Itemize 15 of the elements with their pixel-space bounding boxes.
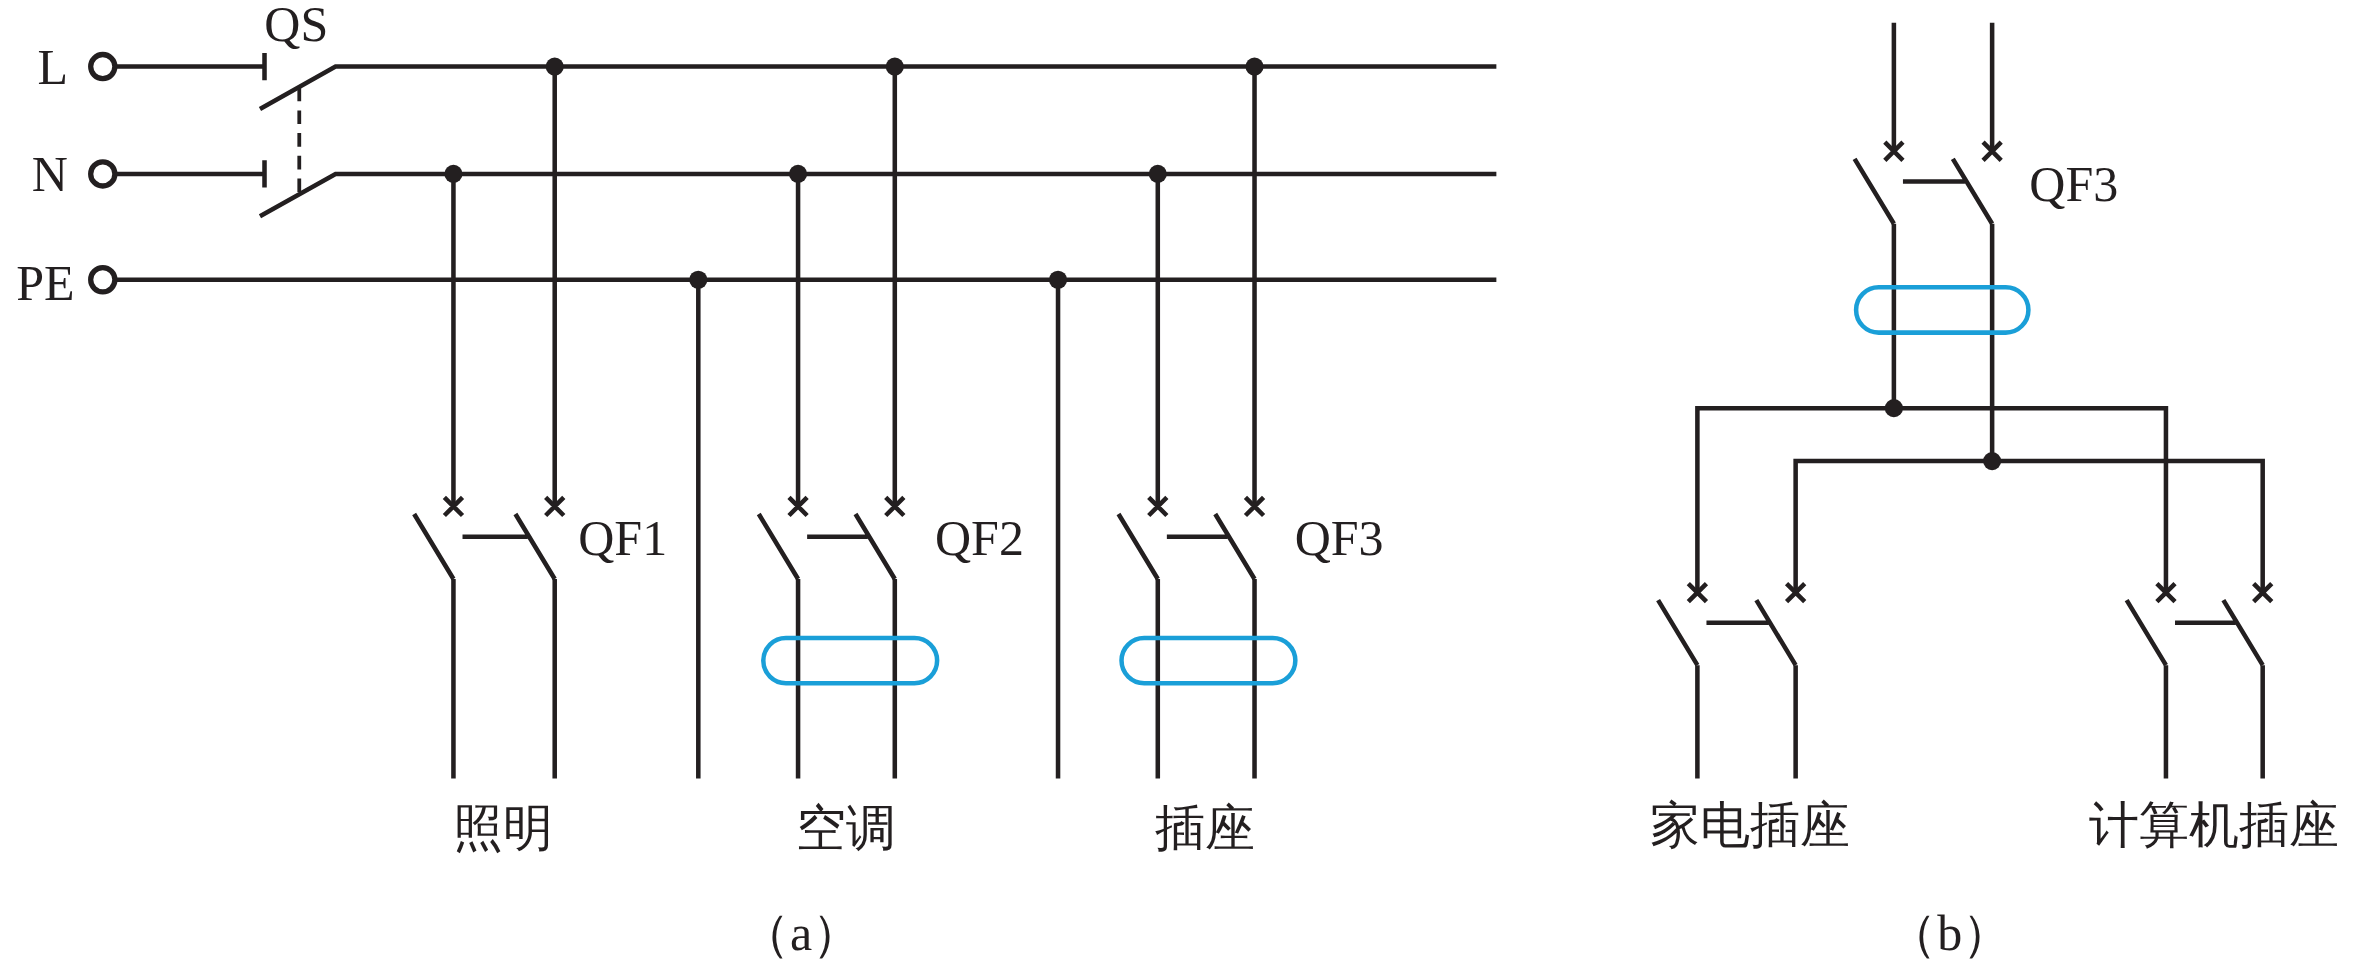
breaker-label: QF3: [2029, 159, 2119, 210]
breaker-label: QF3: [1294, 513, 1384, 564]
panel-label: （b）: [1887, 907, 2013, 958]
terminal-label: L: [37, 41, 69, 92]
breaker-label: QF1: [578, 513, 668, 564]
terminal-label: N: [31, 148, 68, 199]
breaker-label: QF2: [935, 513, 1024, 564]
switch-label: QS: [264, 0, 329, 50]
terminal-label: PE: [16, 257, 75, 308]
circuit-label: 照明: [453, 803, 554, 854]
circuit-label: 计算机插座: [2089, 800, 2340, 851]
circuit-label: 家电插座: [1650, 800, 1851, 851]
panel-label: （a）: [740, 907, 863, 958]
circuit-label: 插座: [1154, 803, 1255, 854]
circuit-label: 空调: [796, 803, 897, 854]
